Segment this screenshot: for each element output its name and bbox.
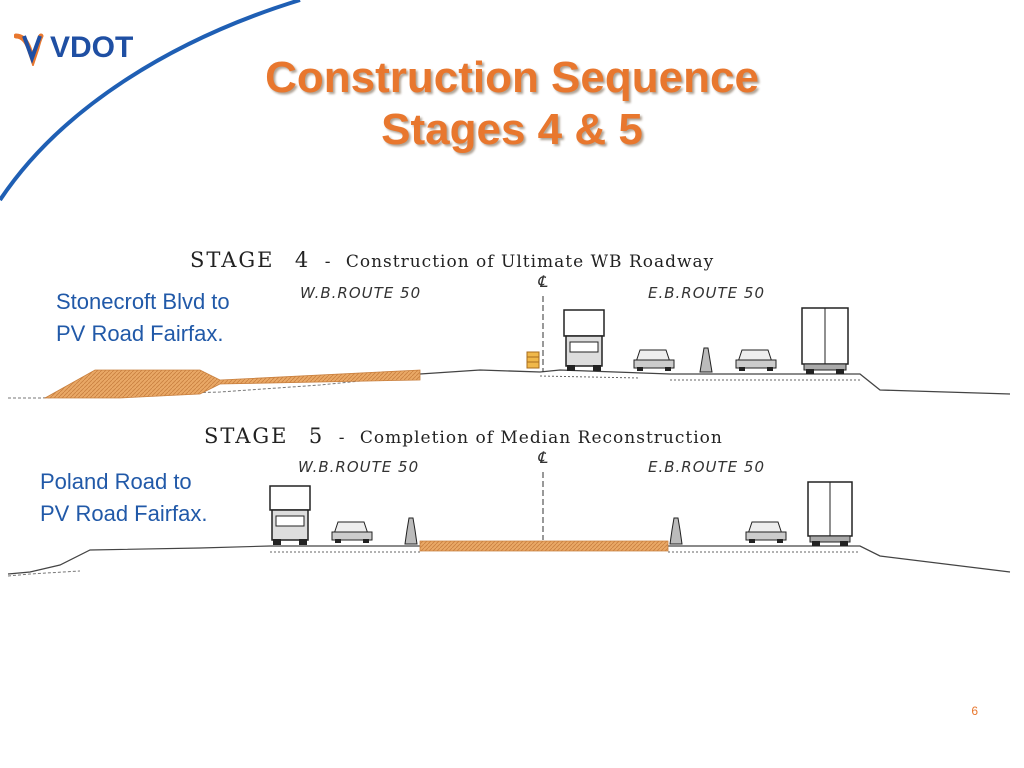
jersey-barrier-icon (699, 347, 713, 373)
stage-5-location: Poland Road to PV Road Fairfax. (40, 466, 208, 530)
title-line-2: Stages 4 & 5 (381, 105, 643, 154)
jersey-barrier-icon (669, 517, 683, 545)
stage-5-existing-ground (7, 545, 271, 575)
jersey-barrier-icon (404, 517, 418, 545)
car-front-icon (331, 521, 373, 543)
stage-5-construction-zone (419, 540, 669, 552)
stage-4-number: 4 (294, 248, 311, 272)
stage-5-label: STAGE (204, 424, 289, 448)
stage-4-description: Construction of Ultimate WB Roadway (345, 252, 715, 272)
page-number: 6 (971, 704, 978, 718)
stage-5-wb-route: W.B.ROUTE 50 (298, 458, 420, 476)
stage-5-cross-section (7, 472, 1011, 577)
stage-4-construction-zone (43, 369, 421, 399)
stage-4-wb-route: W.B.ROUTE 50 (300, 284, 422, 302)
box-truck-rear-icon (807, 481, 853, 546)
slide-title: Construction Sequence Stages 4 & 5 (200, 52, 824, 156)
stage-5-roadway-profile (270, 545, 1011, 573)
vdot-logo: VDOT (14, 30, 133, 66)
car-rear-icon (745, 521, 787, 543)
stage-5-heading: STAGE 5 - Completion of Median Reconstru… (204, 424, 723, 448)
stage-5-location-line-2: PV Road Fairfax. (40, 501, 208, 526)
stage-5-description: Completion of Median Reconstruction (359, 428, 723, 448)
stage-4-location-line-2: PV Road Fairfax. (56, 321, 224, 346)
stage-5-location-line-1: Poland Road to (40, 469, 192, 494)
stage-4-eb-route: E.B.ROUTE 50 (648, 284, 766, 302)
stage-4-cross-section (8, 296, 1011, 399)
stage-5-eb-route: E.B.ROUTE 50 (648, 458, 766, 476)
construction-barrel-icon (526, 351, 540, 369)
stage-4-roadway-profile (419, 369, 1011, 395)
stage-5-number: 5 (308, 424, 325, 448)
box-truck-rear-icon (801, 307, 849, 374)
stage-4-heading: STAGE 4 - Construction of Ultimate WB Ro… (190, 248, 715, 272)
header-swoosh (0, 0, 301, 202)
stage-4-label: STAGE (190, 248, 275, 272)
stage-4-location: Stonecroft Blvd to PV Road Fairfax. (56, 286, 230, 350)
stage-4-centerline-label: ℄ (537, 272, 548, 291)
car-front-icon (633, 349, 675, 371)
stage-5-centerline-label: ℄ (537, 448, 548, 467)
car-rear-icon (735, 349, 777, 371)
truck-front-icon (563, 309, 605, 371)
truck-front-icon (269, 485, 311, 545)
stage-4-location-line-1: Stonecroft Blvd to (56, 289, 230, 314)
title-line-1: Construction Sequence (265, 53, 759, 102)
logo-text: VDOT (50, 31, 134, 64)
vdot-logo-mark-icon (14, 33, 44, 66)
